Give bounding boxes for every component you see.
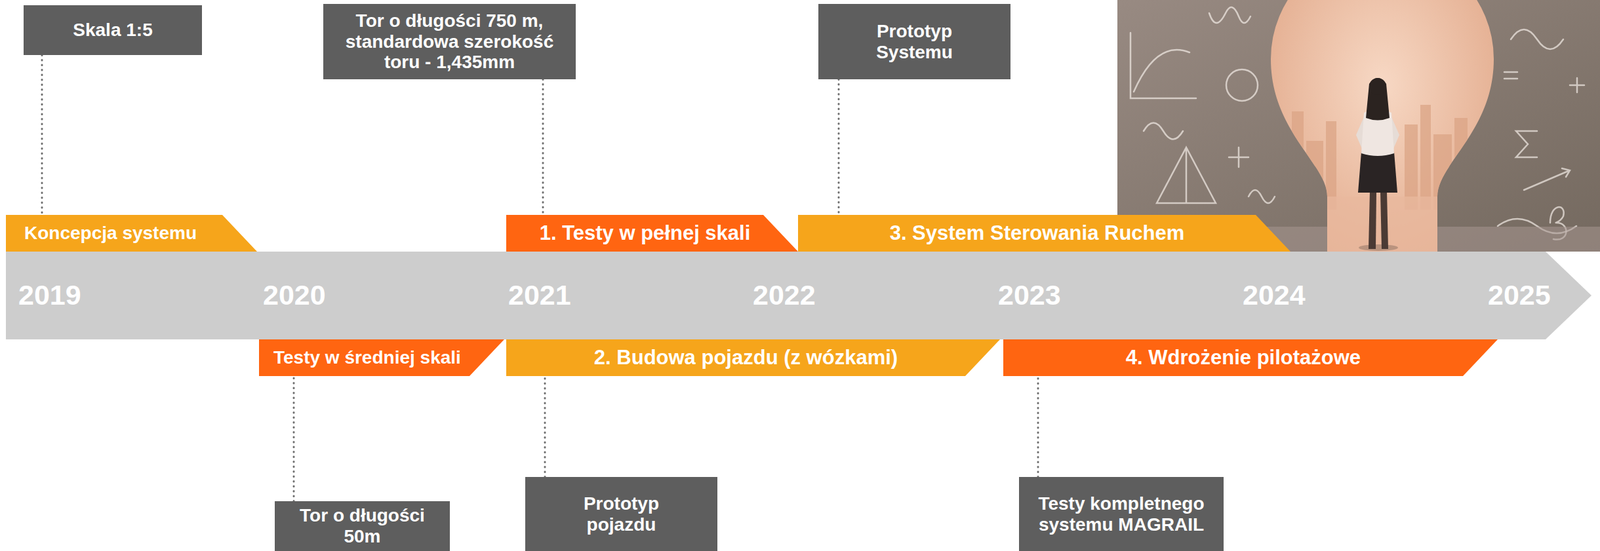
chalk-equals bbox=[1504, 72, 1518, 79]
chalk-wave bbox=[1143, 123, 1183, 140]
phase-bar-shape bbox=[5, 215, 258, 252]
building bbox=[1454, 118, 1468, 210]
chalk-circle bbox=[1226, 69, 1258, 101]
shadow bbox=[1358, 244, 1399, 252]
head bbox=[1369, 78, 1387, 96]
lightbulb-photo bbox=[1117, 0, 1600, 252]
building bbox=[1325, 121, 1337, 210]
callout-text: Tor o długości 50m bbox=[283, 505, 441, 547]
year-label: 2022 bbox=[752, 280, 816, 311]
phase-bar-shape bbox=[259, 339, 505, 377]
chalk-squiggle bbox=[1248, 190, 1275, 204]
callout-text: Skala 1:5 bbox=[72, 19, 153, 41]
milestone-callout: Skala 1:5 bbox=[23, 5, 202, 56]
year-label: 2019 bbox=[18, 280, 82, 311]
building bbox=[1291, 111, 1304, 210]
year-label: 2024 bbox=[1242, 280, 1306, 311]
leader-line bbox=[838, 79, 840, 216]
phase-bar: 1. Testy w pełnej skali bbox=[506, 215, 799, 252]
leg bbox=[1368, 191, 1377, 250]
building bbox=[1274, 131, 1290, 210]
phase-label: 3. System Sterowania Ruchem bbox=[889, 222, 1185, 245]
phase-bar-shape bbox=[506, 339, 1000, 377]
year-label: 2020 bbox=[262, 280, 326, 311]
chalk-arrow bbox=[1523, 168, 1570, 191]
phase-bar-shape bbox=[798, 215, 1291, 252]
phase-label: 4. Wdrożenie pilotażowe bbox=[1125, 346, 1361, 370]
chalk-squiggle bbox=[1209, 7, 1251, 23]
callout-text: Prototyp pojazdu bbox=[556, 493, 688, 536]
phase-bar: Testy w średniej skali bbox=[259, 339, 505, 377]
building bbox=[1420, 104, 1431, 210]
lightbulb-opening bbox=[1270, 0, 1494, 252]
phase-bar: 2. Budowa pojazdu (z wózkami) bbox=[506, 339, 1000, 377]
phase-bar: 4. Wdrożenie pilotażowe bbox=[1003, 339, 1498, 377]
milestone-callout: Prototyp pojazdu bbox=[525, 477, 718, 551]
phase-label: 2. Budowa pojazdu (z wózkami) bbox=[594, 346, 898, 370]
chalk-plus bbox=[1228, 147, 1249, 168]
callout-text: Tor o długości 750 m, standardowa szerok… bbox=[332, 10, 567, 73]
year-label: 2021 bbox=[508, 280, 572, 311]
chalk-curve bbox=[1133, 49, 1190, 92]
year-label: 2023 bbox=[998, 280, 1061, 311]
callout-text: Prototyp Systemu bbox=[849, 20, 981, 63]
chalk-wave bbox=[1510, 29, 1564, 50]
building bbox=[1470, 144, 1490, 210]
skirt bbox=[1358, 152, 1398, 193]
leader-line bbox=[544, 376, 547, 478]
phase-bar-shape bbox=[506, 215, 799, 252]
chalk-sigma bbox=[1516, 131, 1538, 158]
milestone-callout: Tor o długości 750 m, standardowa szerok… bbox=[323, 3, 576, 80]
phase-label: Koncepcja systemu bbox=[24, 223, 197, 244]
woman-silhouette bbox=[1356, 78, 1400, 250]
milestone-callout: Tor o długości 50m bbox=[274, 501, 450, 551]
phase-label: Testy w średniej skali bbox=[273, 348, 461, 369]
hair bbox=[1365, 78, 1390, 121]
chalk-plus bbox=[1569, 78, 1585, 93]
leader-line bbox=[41, 55, 44, 216]
milestone-callout: Prototyp Systemu bbox=[818, 3, 1011, 80]
leader-line bbox=[542, 79, 545, 216]
timeline-arrow: 2019 2020 2021 2022 2023 2024 2025 bbox=[5, 251, 1592, 340]
building bbox=[1306, 140, 1324, 210]
phase-bar-shape bbox=[1003, 339, 1498, 377]
phase-bar: Koncepcja systemu bbox=[5, 215, 258, 252]
chalk-axes bbox=[1130, 32, 1197, 99]
city-skyline bbox=[1268, 104, 1498, 252]
callout-text: Testy kompletnego systemu MAGRAIL bbox=[1028, 493, 1215, 536]
phase-bar: 3. System Sterowania Ruchem bbox=[798, 215, 1291, 252]
phase-label: 1. Testy w pełnej skali bbox=[539, 222, 751, 245]
milestone-callout: Testy kompletnego systemu MAGRAIL bbox=[1019, 477, 1224, 551]
leg bbox=[1380, 191, 1389, 250]
chalk-triangle bbox=[1156, 147, 1216, 204]
leader-line bbox=[293, 376, 296, 502]
timeline-arrow-shape bbox=[5, 251, 1592, 340]
year-label: 2025 bbox=[1487, 280, 1551, 311]
leader-line bbox=[1037, 376, 1040, 478]
